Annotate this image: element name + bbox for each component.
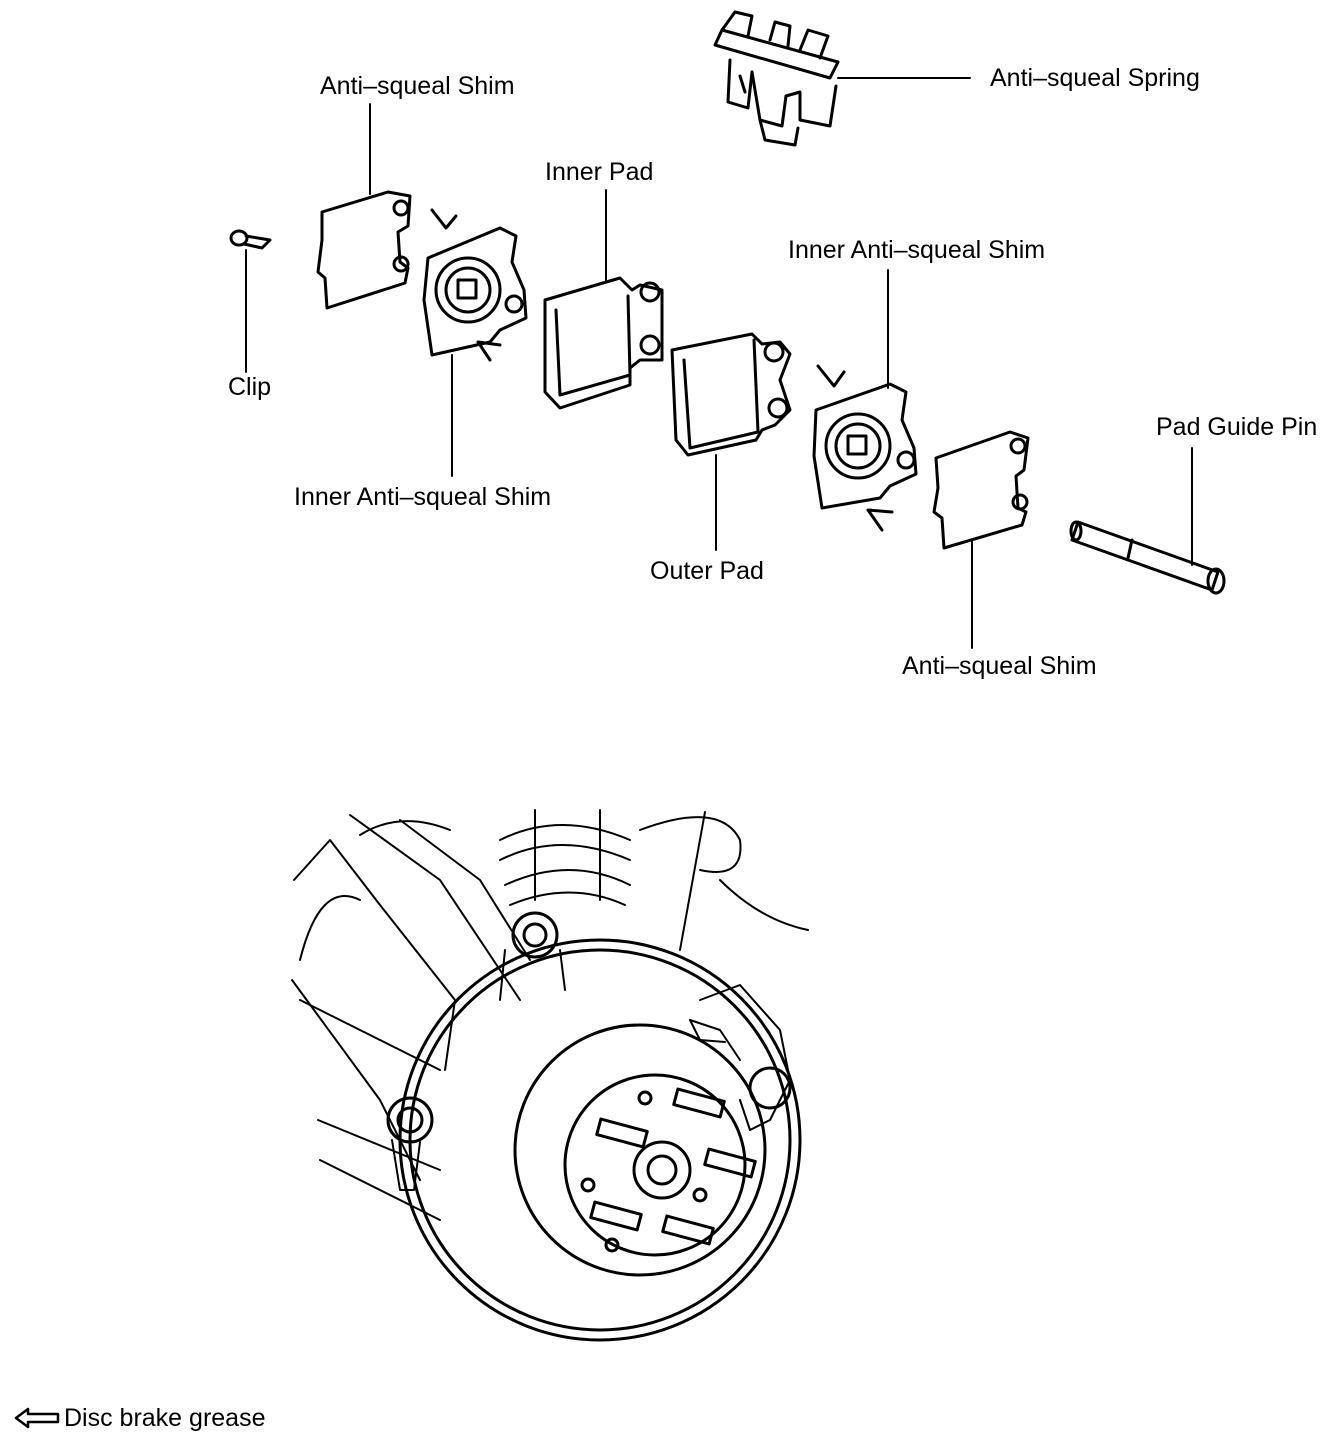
outer-pad-part: [670, 332, 792, 551]
anti-squeal-shim-right-part: [932, 430, 1030, 649]
anti-squeal-shim-left-part: [316, 103, 412, 310]
label-inner-anti-squeal-shim-right: Inner Anti–squeal Shim: [788, 236, 1046, 264]
pad-guide-pin-part: [1069, 447, 1226, 595]
label-inner-anti-squeal-shim-left: Inner Anti–squeal Shim: [294, 483, 552, 511]
rear-brake-assembly: [291, 809, 809, 1342]
label-outer-pad: Outer Pad: [650, 557, 764, 585]
label-inner-pad: Inner Pad: [545, 158, 654, 186]
inner-pad-part: [543, 189, 664, 410]
label-anti-squeal-spring: Anti–squeal Spring: [990, 64, 1200, 92]
inner-anti-squeal-shim-left-part: [422, 208, 528, 477]
label-anti-squeal-shim-right: Anti–squeal Shim: [902, 652, 1097, 680]
clip-part: [229, 229, 272, 373]
label-clip: Clip: [228, 373, 272, 401]
label-anti-squeal-shim-left: Anti–squeal Shim: [320, 72, 515, 100]
legend-text: Disc brake grease: [64, 1404, 266, 1432]
inner-anti-squeal-shim-right-part: [812, 269, 918, 532]
label-pad-guide-pin: Pad Guide Pin: [1156, 413, 1318, 441]
anti-squeal-spring-part: [713, 10, 971, 147]
grease-legend: Disc brake grease: [14, 1404, 265, 1432]
hollow-left-arrow-icon: [14, 1407, 60, 1429]
